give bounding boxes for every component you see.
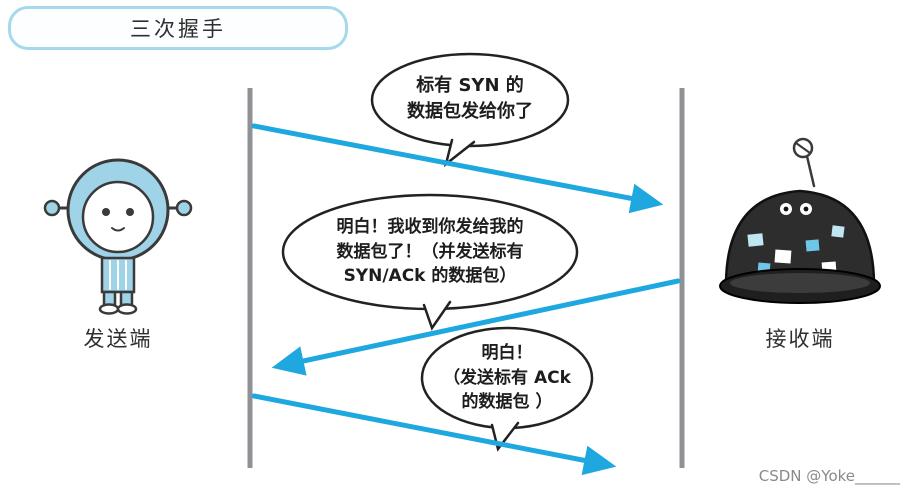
arrow-syn-ack — [271, 278, 681, 376]
bubble-1-shape — [370, 52, 570, 168]
watermark: CSDN @Yoke______ — [758, 467, 900, 485]
arrow-ack — [251, 393, 617, 476]
sender-robot-icon — [43, 158, 193, 315]
receiver-robot-icon — [719, 137, 881, 304]
arrow-syn — [251, 123, 664, 214]
receiver-label: 接收端 — [765, 327, 835, 351]
diagram-title: 三次握手 — [130, 17, 226, 41]
bubble-2-shape — [281, 193, 579, 331]
title-box: 三次握手 — [8, 6, 348, 50]
sender-label: 发送端 — [83, 327, 153, 351]
bubble-3-shape — [420, 326, 594, 452]
